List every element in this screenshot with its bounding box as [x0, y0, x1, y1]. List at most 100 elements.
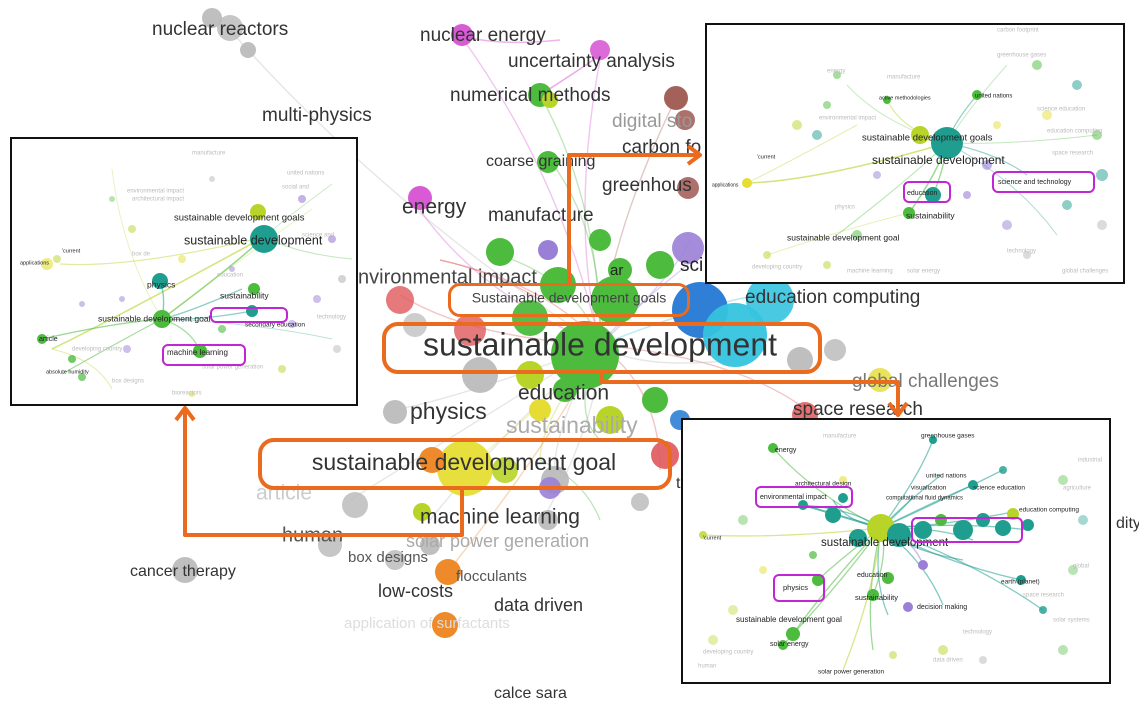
network-node [608, 258, 632, 282]
inset-node [839, 476, 847, 484]
inset-nodes [37, 176, 346, 397]
inset-node [953, 520, 973, 540]
network-node [420, 535, 440, 555]
label-flocculants: flocculants [456, 568, 527, 585]
edge [439, 259, 541, 301]
inset-edges [41, 168, 353, 390]
label-data-driven: data driven [494, 595, 583, 615]
edge [41, 318, 163, 340]
network-node [672, 232, 704, 264]
inset-br-faint: space research [1023, 593, 1064, 599]
inset-node [903, 207, 915, 219]
inset-left-faint: technology [317, 315, 346, 321]
edge [766, 212, 910, 256]
inset-node [79, 301, 85, 307]
highlight-machine-learning [162, 344, 246, 366]
inset-tr-label-education: education [907, 190, 937, 197]
inset-node [250, 204, 266, 220]
inset-left-faint: developing country [72, 347, 122, 353]
label-sustainable-development-main: sustainable development [423, 326, 777, 362]
inset-tr-faint: machine learning [847, 269, 893, 275]
inset-node [278, 365, 286, 373]
network-node [451, 24, 473, 46]
network-node [703, 303, 767, 367]
network-node [413, 503, 431, 521]
inset-node [963, 191, 971, 199]
inset-tr-faint: education computing [1047, 129, 1102, 135]
goals-outline [448, 283, 690, 317]
edge [459, 34, 601, 346]
label-uncertainty-analysis: uncertainty analysis [508, 51, 675, 72]
inset-node [995, 520, 1011, 536]
inset-node [938, 645, 948, 655]
inset-left-faint: science and [302, 233, 334, 239]
inset-labels: sustainable development goalssustainable… [712, 28, 1108, 275]
inset-node [999, 466, 1007, 474]
network-node [486, 238, 514, 266]
inset-node [152, 273, 168, 289]
label-education-computing: education computing [745, 287, 920, 308]
arrow-to-top-right-head [686, 144, 702, 166]
inset-node [1058, 645, 1068, 655]
inset-br-faint: developing country [703, 650, 753, 656]
inset-left-faint: manufacture [192, 151, 226, 157]
inset-node [119, 296, 125, 302]
inset-left-label-machine-learning: machine learning [167, 348, 228, 357]
inset-node [1039, 606, 1047, 614]
inset-tr-label-center: sustainable development [872, 153, 1005, 167]
inset-tr-label-united-nations: united nations [975, 94, 1012, 100]
inset-node [778, 640, 788, 650]
arrow-to-bottom-right [600, 374, 900, 415]
label-nuclear-energy: nuclear energy [420, 25, 546, 46]
inset-node [1023, 251, 1031, 259]
inset-node [209, 176, 215, 182]
edge [746, 142, 948, 184]
highlight-secondary-education [210, 307, 288, 323]
inset-br-faint: solar systems [1053, 618, 1090, 624]
inset-tr-faint: physics [835, 205, 855, 211]
network-node [408, 186, 432, 210]
inset-node [41, 258, 53, 270]
inset-tr-faint: global challenges [1062, 269, 1108, 275]
network-node [437, 440, 493, 496]
inset-node [867, 589, 879, 601]
inset-left-faint: solar power generation [202, 365, 263, 371]
arrow-to-left [183, 408, 464, 537]
inset-node [979, 656, 987, 664]
label-multi-physics: multi-physics [262, 105, 372, 126]
network-node [492, 457, 518, 483]
inset-br-faint: industrial [1078, 458, 1102, 464]
highlight-center-cluster [911, 517, 1023, 543]
inset-br-label-solar-power-generation: solar power generation [818, 669, 885, 676]
inset-labels: sustainable development goalssustainable… [20, 151, 346, 397]
inset-node [1092, 130, 1102, 140]
inset-node [1058, 475, 1068, 485]
inset-node [812, 130, 822, 140]
inset-node [883, 96, 891, 104]
network-node [419, 447, 445, 473]
edge [792, 527, 882, 635]
network-node [542, 92, 558, 108]
label-digital-sto: digital sto [612, 111, 692, 132]
edge [111, 168, 163, 320]
label-manufacture: manufacture [488, 205, 594, 226]
inset-left-label-goals: sustainable development goals [174, 213, 305, 224]
inset-node [298, 195, 306, 203]
inset-left-faint: social and [282, 185, 309, 191]
edge [161, 208, 313, 320]
inset-node [1078, 515, 1088, 525]
inset-node [250, 225, 278, 253]
network-node [590, 40, 610, 60]
label-sustainable-development-goals-main: Sustainable development goals [472, 290, 667, 306]
inset-left-label-secondary-education: secondary education [245, 322, 305, 329]
inset-tr-faint: greenhouse gases [997, 53, 1046, 59]
inset-tr-faint: space research [1052, 151, 1093, 157]
inset-tr-faint: carbon footprint [997, 28, 1039, 34]
network-node [538, 510, 558, 530]
network-node [538, 240, 558, 260]
inset-br-faint: manufacture [823, 434, 857, 440]
edge [59, 236, 265, 266]
inset-left-faint: united nations [287, 171, 324, 177]
inset-node [918, 560, 928, 570]
